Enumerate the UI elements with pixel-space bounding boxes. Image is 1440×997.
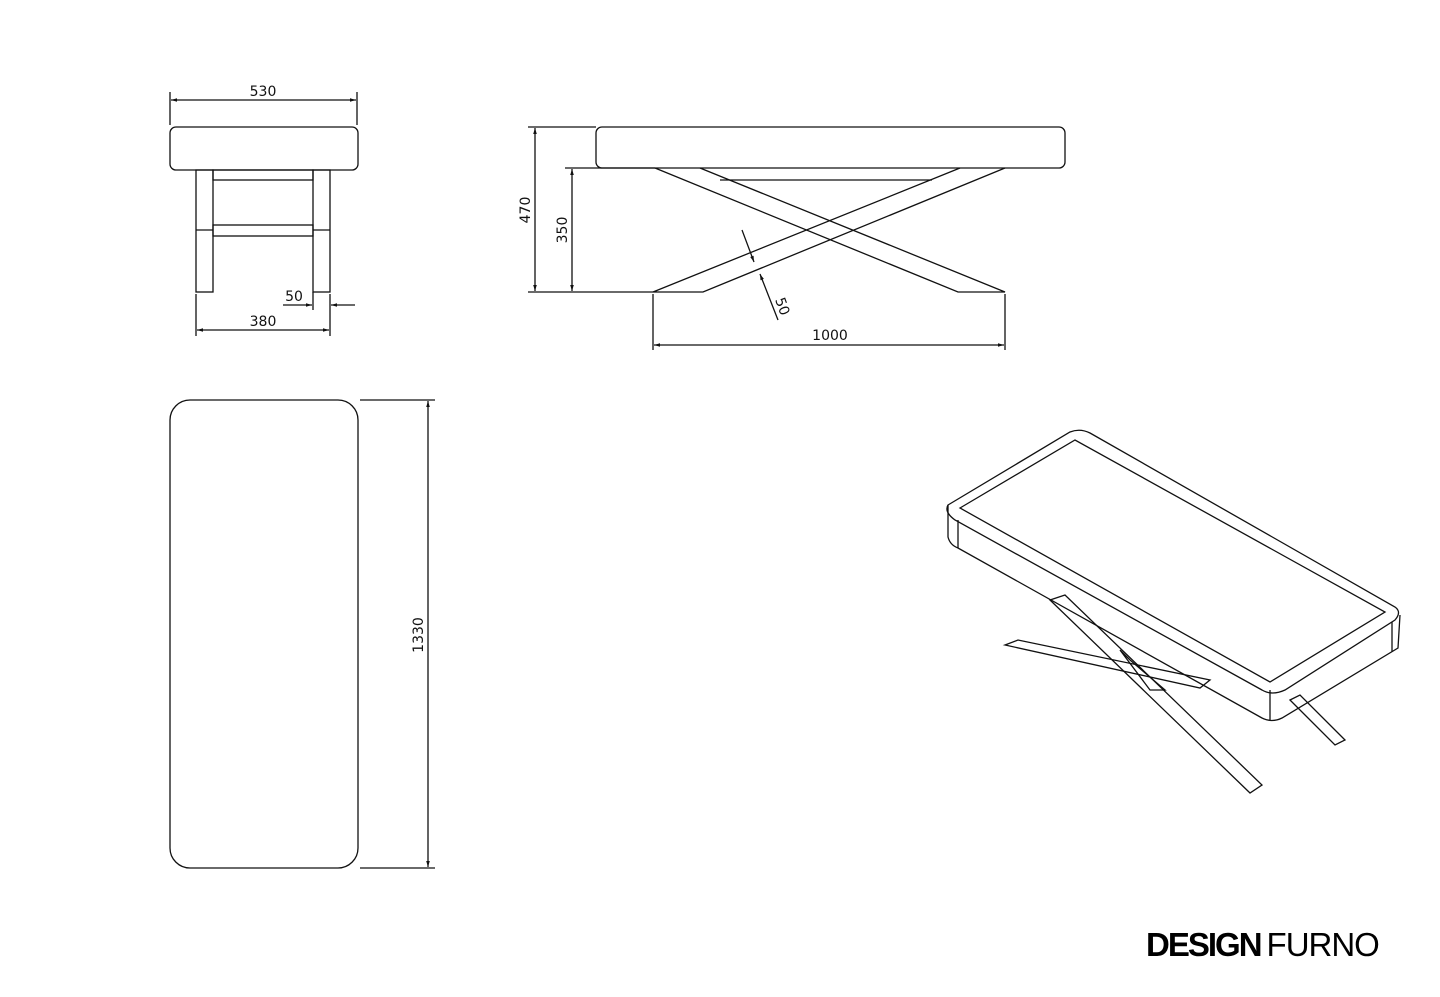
top-view [169,399,435,869]
dim-1000: 1000 [812,328,848,344]
isometric-view [946,429,1401,794]
dim-50-front: 50 [285,289,303,305]
dim-470: 470 [518,197,534,224]
dim-1330: 1330 [411,617,427,653]
logo-bold: DESIGN [1146,926,1263,963]
logo-light: FURNO [1266,926,1380,963]
side-view [528,126,1066,350]
front-view [169,92,359,336]
dim-350: 350 [555,217,571,244]
dim-50-side: 50 [771,296,792,318]
dim-530: 530 [250,84,277,100]
dim-380: 380 [250,314,277,330]
